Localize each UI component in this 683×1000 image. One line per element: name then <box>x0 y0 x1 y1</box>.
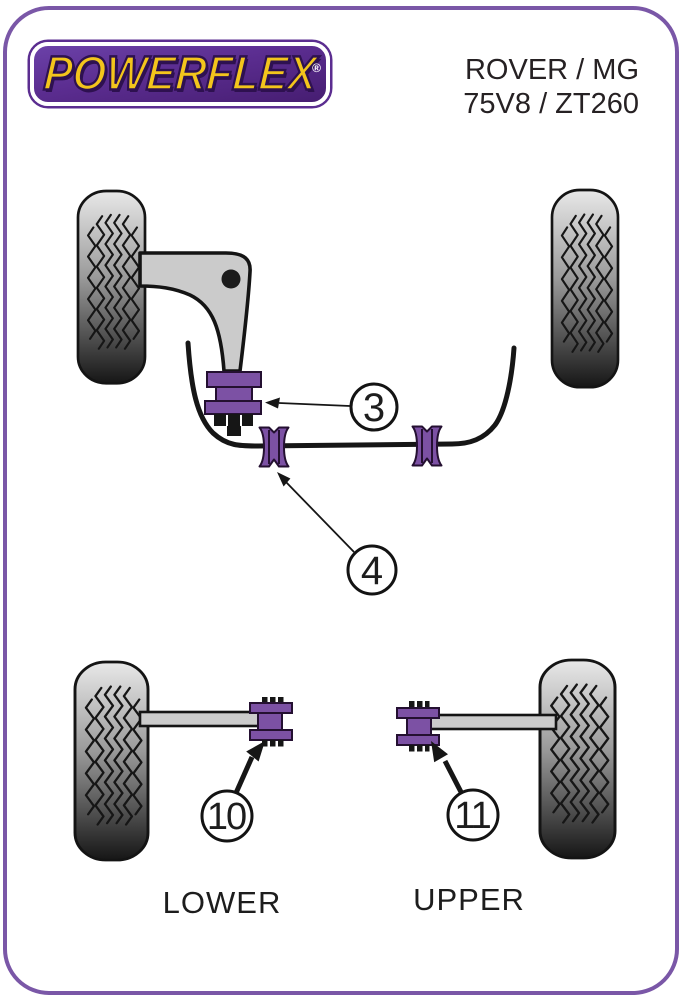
callout-4-arrowhead-icon <box>277 472 291 487</box>
page-border <box>3 6 679 995</box>
callout-11-arrow-line <box>442 759 464 794</box>
label-upper: UPPER <box>413 882 525 917</box>
callout-11: 11 <box>431 741 500 842</box>
tire-rear-left <box>73 660 150 862</box>
lower-arm-bush <box>249 697 293 747</box>
callout-3-label: 3 <box>363 386 385 430</box>
callout-3-arrow-line <box>278 402 351 407</box>
callout-3-arrowhead-icon <box>265 397 280 409</box>
registered-trademark-icon: ® <box>312 61 321 75</box>
callout-11-arrowhead-icon <box>431 741 448 763</box>
anti-roll-bar-bush-left <box>258 426 290 468</box>
ball-joint <box>221 269 241 289</box>
callout-4: 4 <box>277 472 398 596</box>
label-lower: LOWER <box>163 885 282 920</box>
lower-arm <box>138 710 264 728</box>
tire-front-right <box>550 188 620 389</box>
upper-arm <box>418 713 558 731</box>
callout-11-circle <box>446 788 500 842</box>
vehicle-title-line2: 75V8 / ZT260 <box>463 88 639 120</box>
callout-3-circle <box>349 382 399 432</box>
control-arm-front-bush <box>204 371 262 436</box>
callout-10-arrow-line <box>233 755 255 795</box>
callout-11-label: 11 <box>454 795 490 837</box>
upper-arm-bush <box>396 701 440 752</box>
callout-10-arrowhead-icon <box>246 741 265 762</box>
callout-10-circle <box>200 789 254 843</box>
vehicle-title-line1: ROVER / MG <box>464 54 639 86</box>
powerflex-logo: POWERFLEX ® <box>30 42 330 106</box>
callout-4-circle <box>346 544 398 596</box>
tire-rear-right <box>538 658 617 860</box>
anti-roll-bar <box>185 340 517 449</box>
callout-4-label: 4 <box>361 549 383 593</box>
callout-3: 3 <box>265 382 399 432</box>
callout-10: 10 <box>200 741 265 843</box>
vehicle-title: ROVER / MG 75V8 / ZT260 <box>463 56 639 119</box>
callout-10-label: 10 <box>207 796 246 838</box>
anti-roll-bar-bush-right <box>411 425 443 467</box>
tire-front-left <box>76 189 147 385</box>
callout-4-arrow-line <box>284 480 355 553</box>
